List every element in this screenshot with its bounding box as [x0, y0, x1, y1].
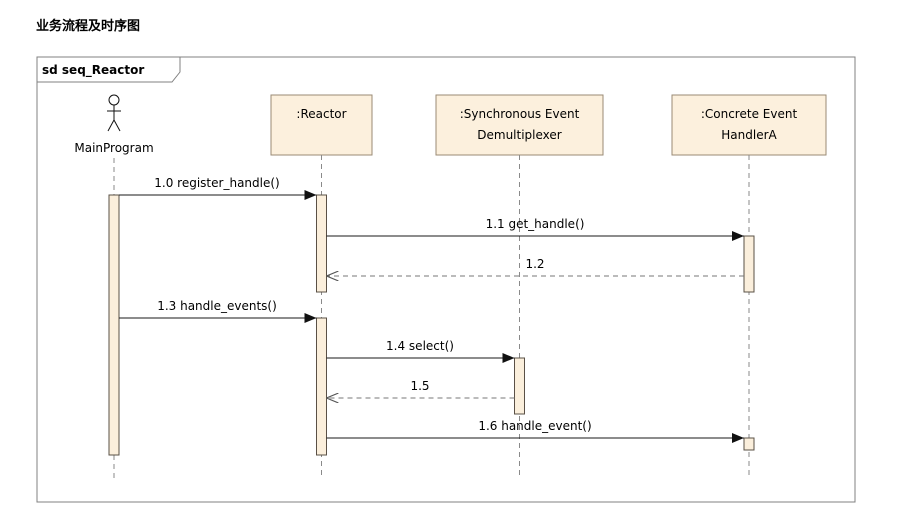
message-1-0: 1.0 register_handle(): [119, 176, 317, 200]
frame-border: [36, 56, 856, 503]
lifeline-head-box: [671, 94, 827, 156]
lifeline-demux-label-line1: :Synchronous Event: [460, 107, 580, 121]
lifeline-head-box: [435, 94, 604, 156]
message-1-2: 1.2: [326, 257, 744, 276]
actor-name: MainProgram: [74, 141, 153, 155]
message-label: 1.1 get_handle(): [486, 217, 585, 231]
message-1-5: 1.5: [326, 379, 515, 398]
message-label: 1.4 select(): [386, 339, 454, 353]
lifeline-demux-head: :Synchronous Event Demultiplexer: [435, 94, 604, 156]
frame-title-tab: [37, 57, 181, 83]
sequence-frame: sd seq_Reactor: [36, 56, 856, 503]
lifeline-handler-head: :Concrete Event HandlerA: [671, 94, 827, 156]
activation-handler-1: [743, 235, 755, 293]
page-heading: 业务流程及时序图: [36, 19, 141, 34]
actor-main-program: MainProgram: [74, 94, 154, 155]
message-label: 1.6 handle_event(): [478, 419, 591, 433]
activation-handler-2: [743, 437, 755, 451]
message-1-1: 1.1 get_handle(): [326, 217, 744, 241]
lifeline-head-box: [270, 94, 373, 156]
message-label: 1.0 register_handle(): [154, 176, 279, 190]
message-1-6: 1.6 handle_event(): [326, 419, 744, 443]
lifeline-demux-label-line2: Demultiplexer: [477, 128, 562, 142]
actor-stick-figure-icon: [107, 94, 121, 132]
frame-title: sd seq_Reactor: [42, 63, 144, 78]
lifeline-handler-label-line2: HandlerA: [721, 128, 777, 142]
message-label: 1.5: [410, 379, 429, 393]
message-1-4: 1.4 select(): [326, 339, 515, 363]
activation-reactor-1: [316, 194, 327, 293]
lifeline-reactor-label: :Reactor: [296, 107, 346, 121]
lifeline-handler-label-line1: :Concrete Event: [701, 107, 798, 121]
activation-actor: [108, 194, 120, 456]
message-label: 1.2: [525, 257, 544, 271]
activation-reactor-2: [316, 317, 327, 456]
message-1-3: 1.3 handle_events(): [119, 299, 317, 323]
activation-demux: [514, 357, 525, 415]
message-label: 1.3 handle_events(): [157, 299, 277, 313]
lifeline-reactor-head: :Reactor: [270, 94, 373, 156]
